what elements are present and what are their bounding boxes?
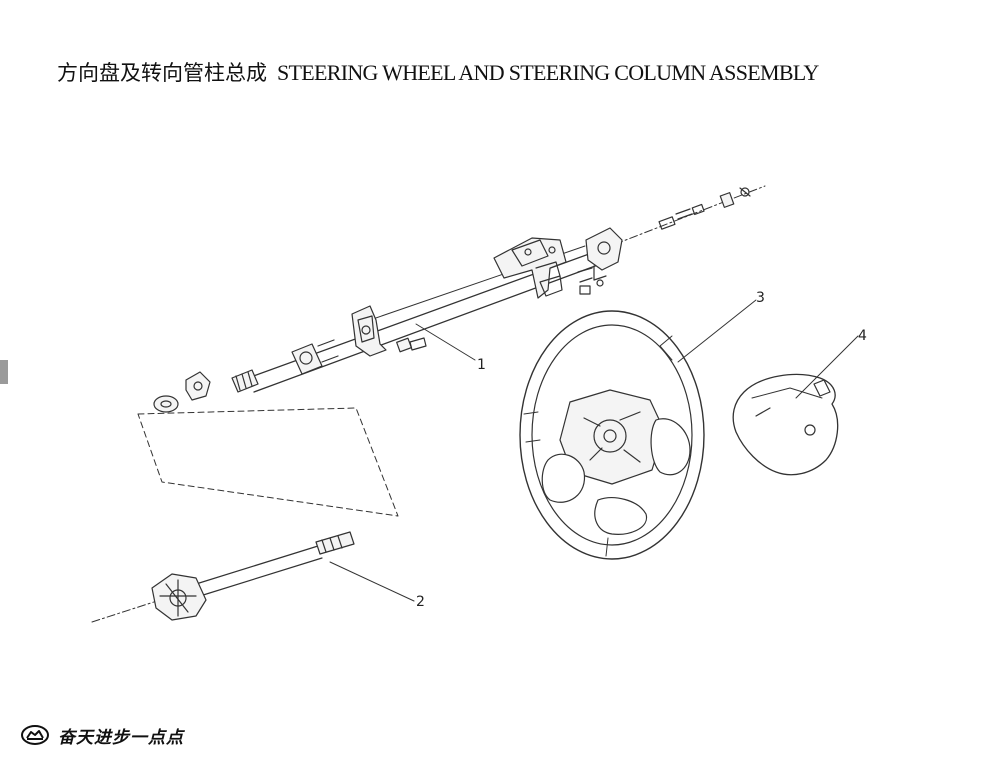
lower-universal-joint (151, 573, 207, 621)
bracket-bolt (396, 337, 427, 353)
steering-column-assembly (153, 185, 766, 413)
title-english: STEERING WHEEL AND STEERING COLUMN ASSEM… (277, 60, 819, 85)
assembly-link-dashed-outline (137, 407, 399, 517)
column-bearing-ring (153, 395, 179, 413)
steering-wheel-hub (559, 389, 665, 485)
great-wall-logo-icon (21, 725, 49, 745)
callout-number-2: 2 (416, 594, 425, 610)
airbag-module-assembly (732, 335, 859, 476)
splined-shaft-segment (231, 369, 259, 393)
steering-wheel-left-spoke-pad (541, 453, 586, 503)
title-chinese: 方向盘及转向管柱总成 (57, 61, 267, 85)
page-edge-marker (0, 360, 8, 384)
column-clamp (185, 371, 211, 401)
shaft-spline-end (315, 531, 355, 555)
column-head-housing (577, 227, 623, 295)
callout-number-4: 4 (858, 328, 867, 344)
callout-number-3: 3 (756, 290, 765, 306)
callout-number-1: 1 (477, 357, 486, 373)
page-title: 方向盘及转向管柱总成 STEERING WHEEL AND STEERING CO… (57, 58, 977, 89)
intermediate-shaft-assembly (91, 531, 415, 623)
steering-wheel-right-spoke-pad (650, 418, 691, 476)
footer-brand: 奋天进步一点点 (20, 722, 184, 748)
upper-mounting-bracket (493, 237, 567, 299)
airbag-emblem-icon (804, 424, 816, 436)
lower-mounting-bracket (351, 305, 387, 357)
steering-wheel-bottom-spoke-pad (594, 497, 648, 535)
universal-joint-upper (291, 339, 339, 375)
steering-wheel-assembly (519, 299, 757, 560)
footer-brand-slogan: 奋天进步一点点 (58, 727, 184, 748)
nut-washer-parts (658, 187, 751, 230)
